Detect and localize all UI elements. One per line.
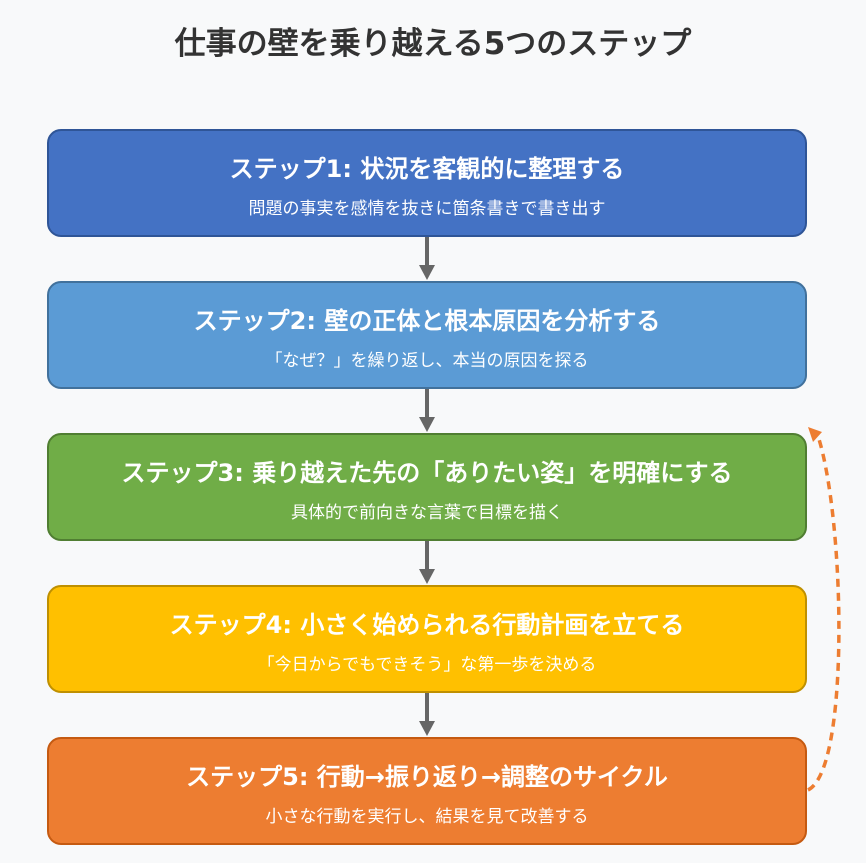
arrow-1-2 [419, 237, 435, 280]
arrow-3-4 [419, 541, 435, 584]
step-3-description: 具体的で前向きな言葉で目標を描く [291, 503, 563, 523]
step-3-heading: ステップ3: 乗り越えた先の「ありたい姿」を明確にする [121, 459, 733, 487]
step-5-description: 小さな行動を実行し、結果を見て改善する [265, 807, 589, 827]
step-5-box: ステップ5: 行動→振り返り→調整のサイクル 小さな行動を実行し、結果を見て改善… [47, 737, 807, 845]
feedback-loop-arrow [807, 427, 841, 792]
step-2-heading: ステップ2: 壁の正体と根本原因を分析する [193, 307, 661, 335]
step-5-heading: ステップ5: 行動→振り返り→調整のサイクル [186, 763, 668, 791]
step-4-box: ステップ4: 小さく始められる行動計画を立てる 「今日からでもできそう」な第一歩… [47, 585, 807, 693]
step-4-heading: ステップ4: 小さく始められる行動計画を立てる [169, 611, 685, 639]
step-3-box: ステップ3: 乗り越えた先の「ありたい姿」を明確にする 具体的で前向きな言葉で目… [47, 433, 807, 541]
step-1-heading: ステップ1: 状況を客観的に整理する [229, 155, 625, 183]
step-2-box: ステップ2: 壁の正体と根本原因を分析する 「なぜ？」を繰り返し、本当の原因を探… [47, 281, 807, 389]
step-1-box: ステップ1: 状況を客観的に整理する 問題の事実を感情を抜きに箇条書きで書き出す [47, 129, 807, 237]
step-2-description: 「なぜ？」を繰り返し、本当の原因を探る [265, 351, 589, 371]
arrow-2-3 [419, 389, 435, 432]
page-title: 仕事の壁を乗り越える5つのステップ [174, 26, 692, 62]
step-4-description: 「今日からでもできそう」な第一歩を決める [257, 655, 597, 675]
step-1-description: 問題の事実を感情を抜きに箇条書きで書き出す [248, 199, 606, 219]
arrow-4-5 [419, 693, 435, 736]
